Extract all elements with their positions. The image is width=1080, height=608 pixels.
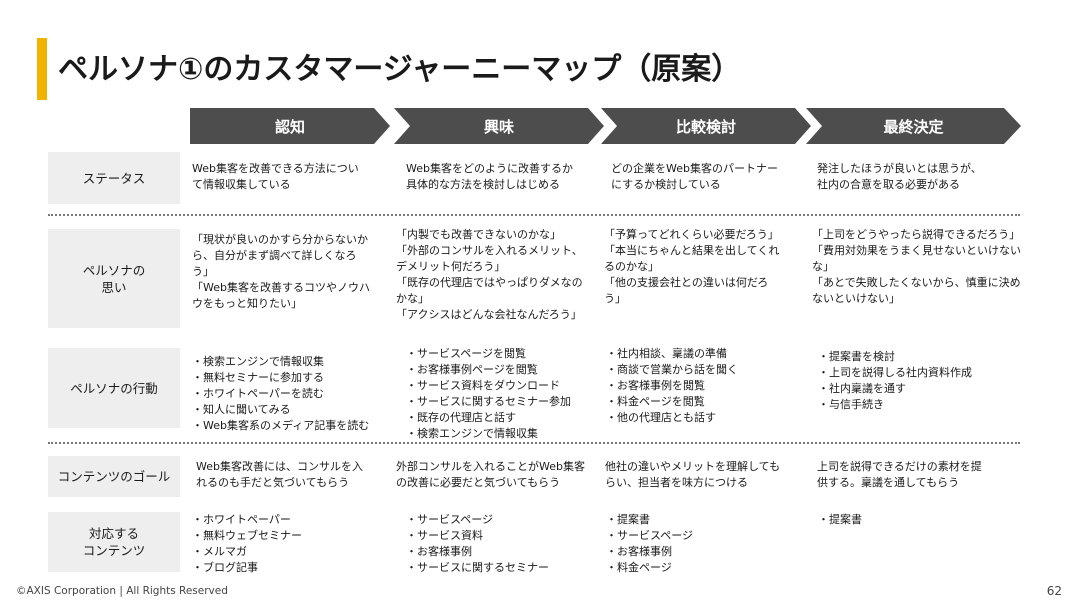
page-number: 62 bbox=[1046, 584, 1062, 598]
content-cell-interest: ・サービスページ・サービス資料・お客様事例・サービスに関するセミナー bbox=[406, 513, 549, 574]
actions-cell-decision: ・提案書を検討・上司を説得しる社内資料作成・社内稟議を通す・与信手続き bbox=[818, 350, 972, 411]
row-label-status: ステータス bbox=[48, 152, 180, 204]
row-label-thoughts: ペルソナの思い bbox=[48, 229, 180, 328]
thoughts-cell-awareness: 「現状が良いのかすら分からないから、自分がまず調べて詳しくなろう」「Web集客を… bbox=[192, 233, 370, 310]
title-accent-bar bbox=[37, 38, 47, 100]
dotted-divider bbox=[48, 214, 1020, 216]
status-cell-comparison: どの企業をWeb集客のパートナーにするか検討している bbox=[611, 162, 778, 191]
stage-interest: 興味 bbox=[394, 108, 604, 144]
status-cell-decision: 発注したほうが良いとは思うが、社内の合意を取る必要がある bbox=[817, 162, 982, 191]
row-label-content-goal: コンテンツのゴール bbox=[48, 456, 180, 497]
actions-cell-interest: ・サービスページを閲覧・お客様事例ページを閲覧・サービス資料をダウンロード・サー… bbox=[406, 347, 571, 440]
row-label-content: 対応するコンテンツ bbox=[48, 512, 180, 572]
thoughts-cell-comparison: 「予算ってどれくらい必要だろう」「本当にちゃんと結果を出してくれるのかな」「他の… bbox=[604, 228, 780, 305]
status-cell-awareness: Web集客を改善できる方法について情報収集している bbox=[192, 162, 359, 191]
stage-awareness: 認知 bbox=[190, 108, 390, 144]
page-title: ペルソナ①のカスタマージャーニーマップ（原案） bbox=[58, 52, 742, 87]
thoughts-cell-decision: 「上司をどうやったら説得できるだろう」「費用対効果をうまく見せないといけないな」… bbox=[812, 228, 1021, 305]
actions-cell-comparison: ・社内相談、稟議の準備・商談で営業から話を聞く・お客様事例を閲覧・料金ページを閲… bbox=[606, 347, 738, 424]
goal-cell-comparison: 他社の違いやメリットを理解してもらい、担当者を味方につける bbox=[605, 460, 781, 489]
content-cell-comparison: ・提案書・サービスページ・お客様事例・料金ページ bbox=[606, 513, 694, 574]
goal-cell-awareness: Web集客改善には、コンサルを入れるのも手だと気づいてもらう bbox=[196, 460, 363, 489]
stage-decision: 最終決定 bbox=[806, 108, 1021, 144]
copyright-footer: ©AXIS Corporation | All Rights Reserved bbox=[16, 585, 228, 597]
actions-cell-awareness: ・検索エンジンで情報収集・無料セミナーに参加する・ホワイトペーパーを読む・知人に… bbox=[192, 355, 370, 432]
dotted-divider bbox=[48, 442, 1020, 444]
content-cell-decision: ・提案書 bbox=[818, 513, 862, 526]
status-cell-interest: Web集客をどのように改善するか具体的な方法を検討しはじめる bbox=[406, 162, 573, 191]
thoughts-cell-interest: 「内製でも改善できないのかな」「外部のコンサルを入れるメリット、デメリット何だろ… bbox=[396, 228, 583, 321]
stage-comparison: 比較検討 bbox=[601, 108, 811, 144]
content-cell-awareness: ・ホワイトペーパー・無料ウェブセミナー・メルマガ・ブログ記事 bbox=[192, 513, 302, 574]
row-label-actions: ペルソナの行動 bbox=[48, 348, 180, 428]
goal-cell-interest: 外部コンサルを入れることがWeb集客の改善に必要だと気づいてもらう bbox=[396, 460, 585, 489]
goal-cell-decision: 上司を説得できるだけの素材を提供する。稟議を通してもらう bbox=[817, 460, 982, 489]
